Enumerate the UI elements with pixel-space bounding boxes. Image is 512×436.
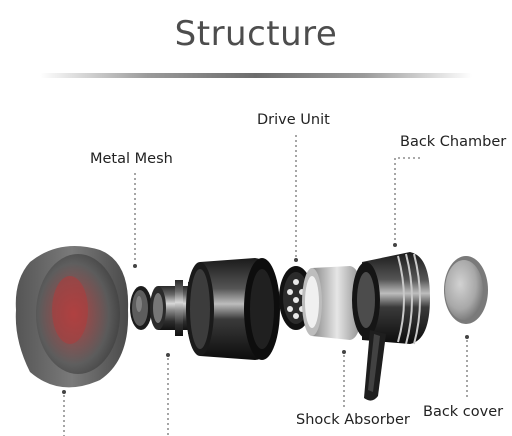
label-shock-absorber: Shock Absorber: [296, 412, 410, 428]
leader-back-chamber: [394, 157, 420, 242]
title-divider: [40, 73, 472, 78]
ear-tip: [15, 246, 129, 388]
label-drive-unit: Drive Unit: [257, 112, 330, 128]
front-housing: [150, 258, 280, 360]
label-back-cover: Back cover: [423, 404, 504, 420]
leader-lines: [63, 135, 468, 436]
metal-mesh: [130, 286, 152, 330]
back-chamber: [352, 252, 430, 401]
back-cover: [444, 256, 488, 324]
shock-absorber-ring: [302, 266, 362, 340]
label-metal-mesh: Metal Mesh: [90, 151, 173, 167]
diagram-title: Structure: [174, 14, 338, 54]
label-back-chamber: Back Chamber: [400, 134, 507, 150]
